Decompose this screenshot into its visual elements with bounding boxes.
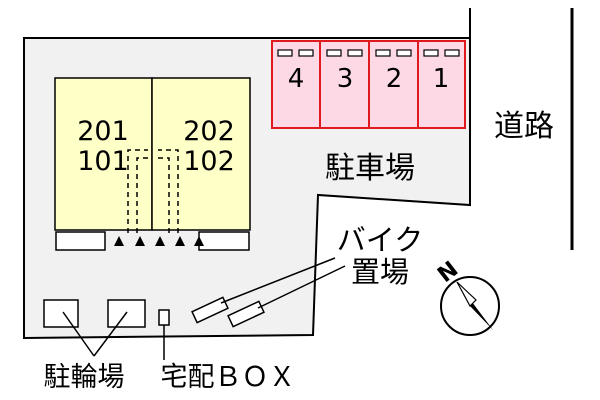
parking-label: 駐車場 <box>325 151 415 186</box>
entrance-marker <box>175 236 185 246</box>
room-label-201: 201 <box>77 116 129 147</box>
bicycle-rack <box>43 299 79 328</box>
bicycle-leader-line <box>93 311 128 357</box>
wheel-stop <box>298 49 314 57</box>
room-label-101: 101 <box>77 146 129 177</box>
wheel-stop <box>375 49 391 57</box>
wheel-stop <box>326 49 342 57</box>
bicycle-label: 駐輪場 <box>44 362 125 393</box>
wheel-stop <box>444 49 460 57</box>
bicycle-parking-area <box>43 299 146 357</box>
bike-leader-line <box>257 265 346 309</box>
building-step-left <box>55 231 106 251</box>
room-label-102: 102 <box>183 146 235 177</box>
parking-number: 2 <box>386 64 403 94</box>
bike-leader-line <box>220 257 336 304</box>
wheel-stop <box>396 49 412 57</box>
entrance-marker <box>194 236 204 246</box>
parking-number: 1 <box>433 64 450 94</box>
bike-rack <box>191 296 229 324</box>
entry-path-right <box>158 149 179 233</box>
entrance-marker <box>135 236 145 246</box>
building-left-unit <box>54 77 153 231</box>
parking-number: 3 <box>337 64 354 94</box>
entry-path-right-inner <box>158 157 170 233</box>
entrance-marker <box>114 236 124 246</box>
bike-label-line1: バイク <box>337 223 423 257</box>
bike-label-line2: 置場 <box>351 255 409 289</box>
wheel-stop <box>423 49 439 57</box>
bike-parking-area <box>191 257 346 328</box>
entry-path-left <box>127 149 148 233</box>
north-compass: N <box>433 257 500 336</box>
entrance-marker <box>155 236 165 246</box>
road-label: 道路 <box>494 109 554 144</box>
parking-number: 4 <box>288 64 305 94</box>
building-step-right <box>198 231 250 251</box>
wheel-stop <box>277 49 293 57</box>
compass-needle-light <box>456 281 477 307</box>
wheel-stop <box>347 49 363 57</box>
parking-area: 4 3 2 1 <box>271 40 466 129</box>
delivery-box-label: 宅配ＢＯＸ <box>161 362 296 393</box>
delivery-box <box>158 309 170 326</box>
bicycle-leader-line <box>62 311 95 357</box>
room-label-202: 202 <box>183 116 235 147</box>
entry-path-left-inner <box>136 157 148 233</box>
